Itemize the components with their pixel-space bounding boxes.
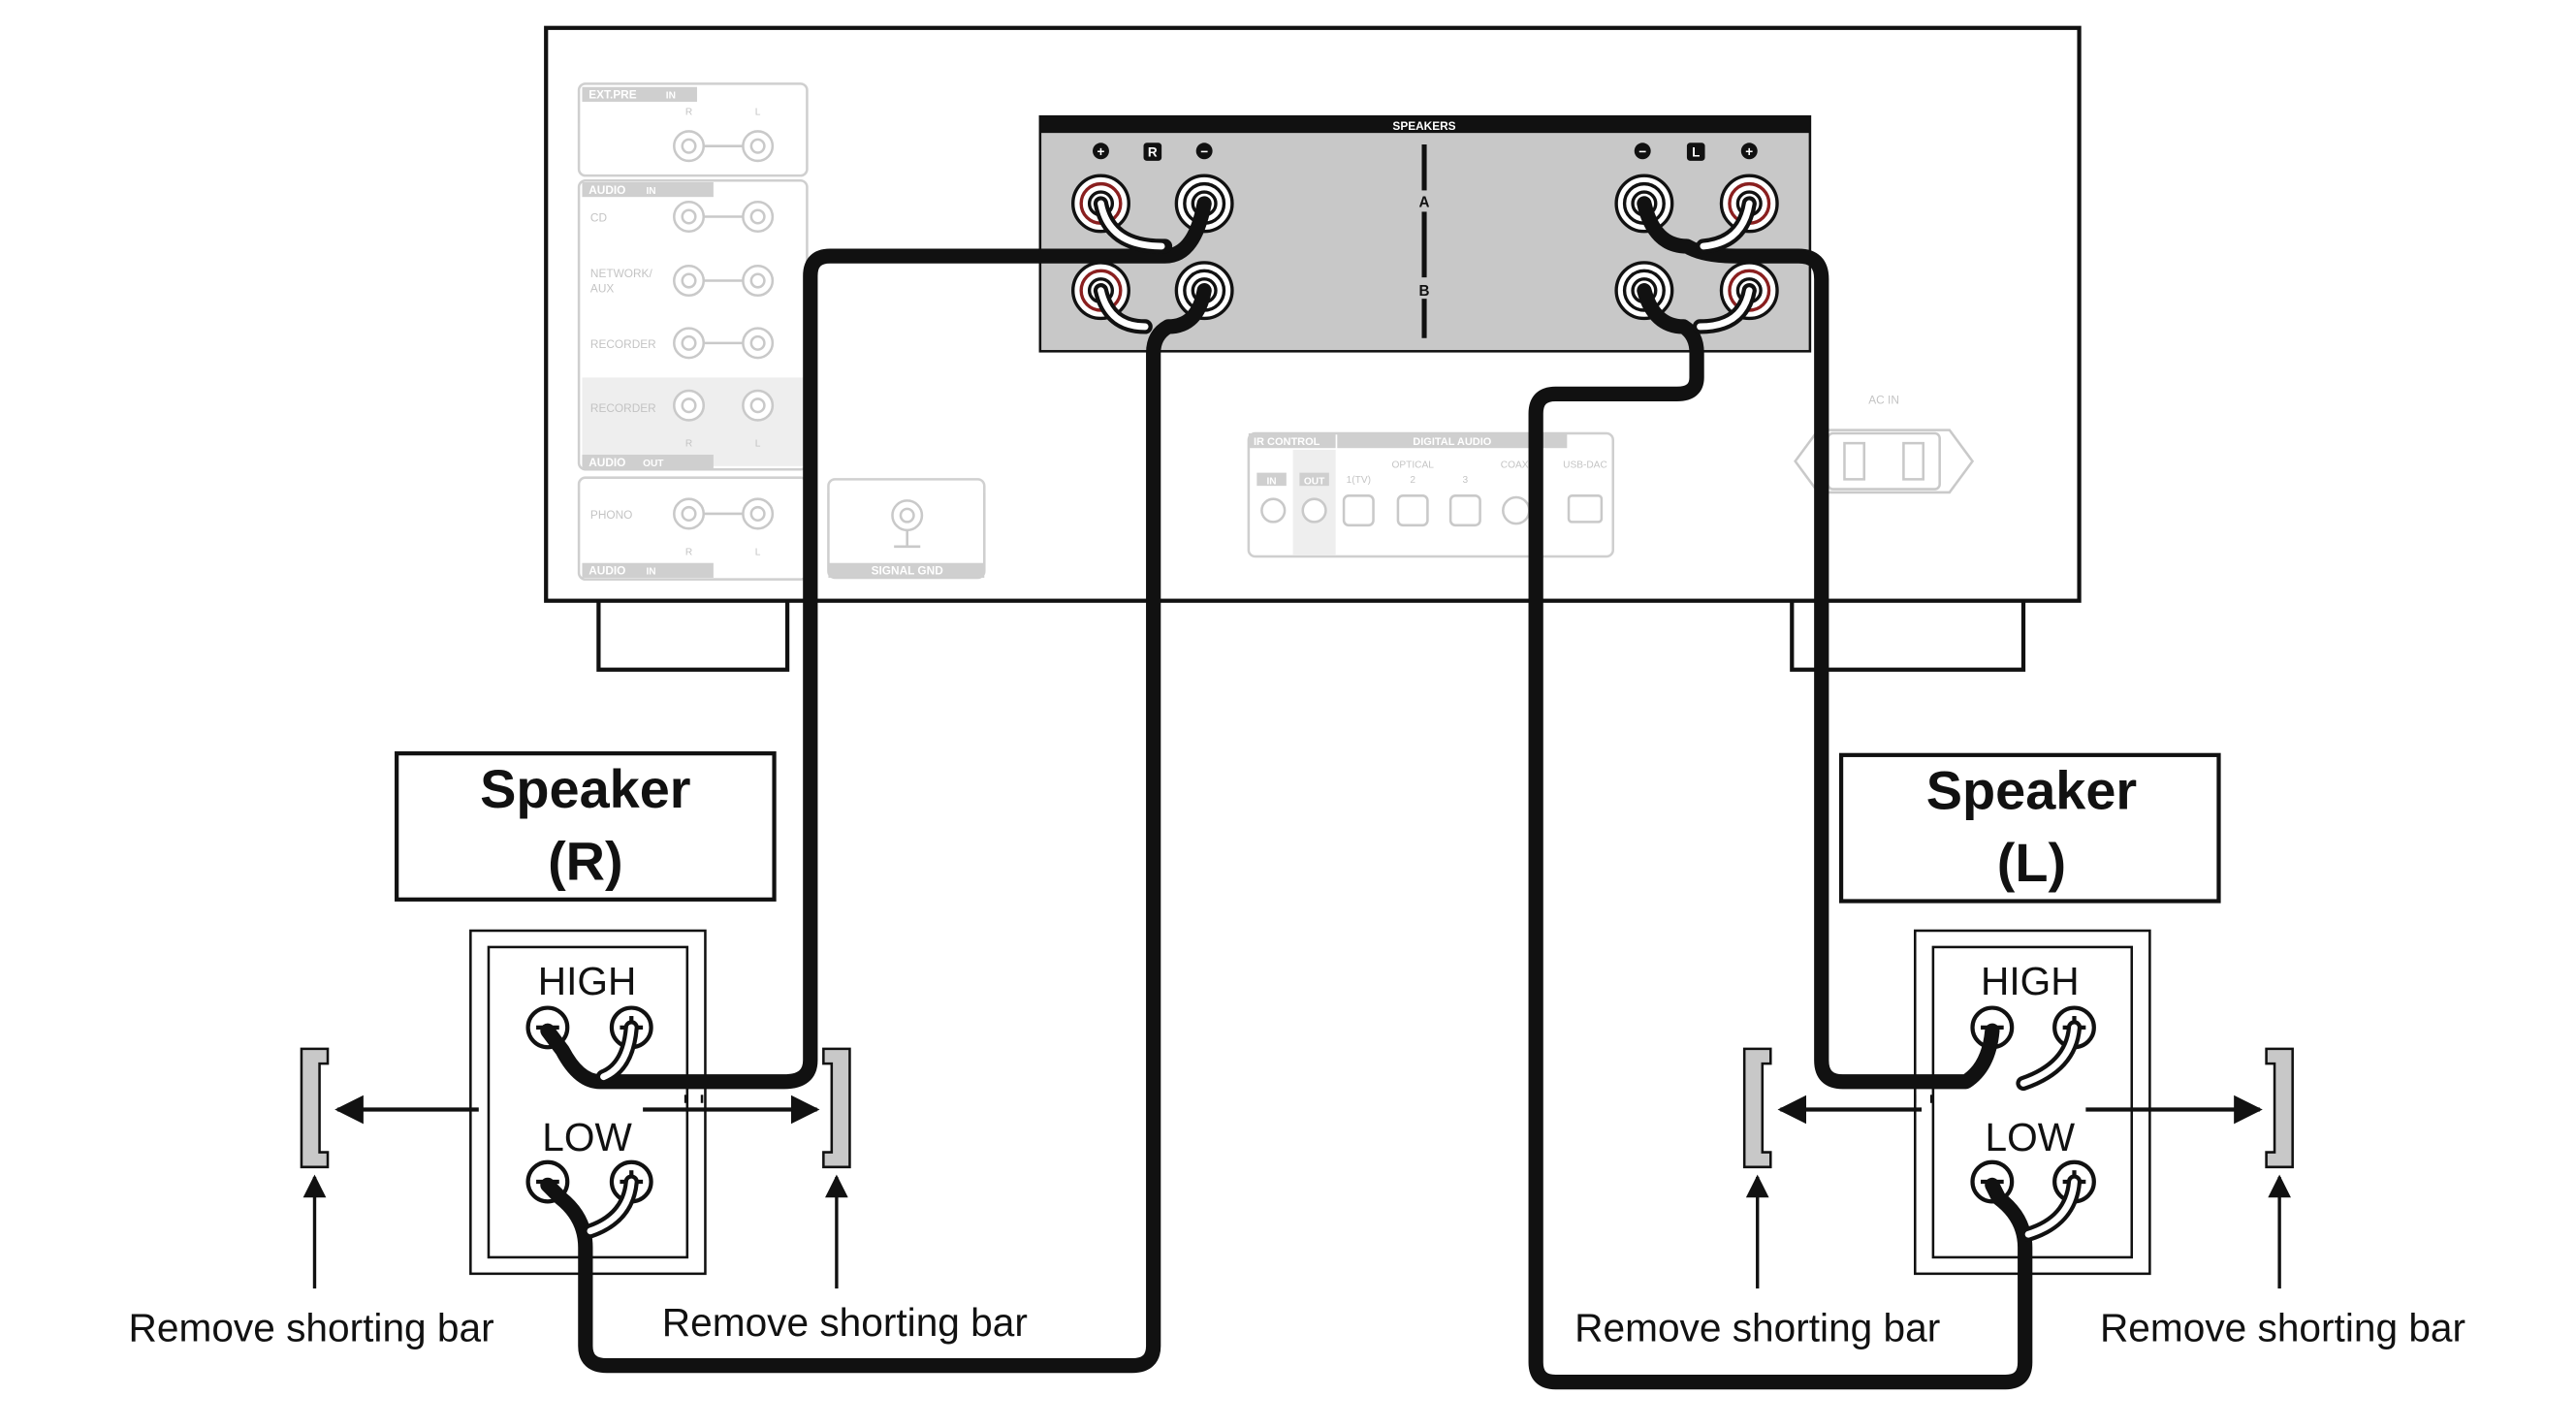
recorder-out-label: RECORDER [590,401,656,415]
optical-3-label: 3 [1463,475,1469,486]
ext-pre-in-badge: IN [666,91,676,102]
audio-in-badge: IN [646,186,655,197]
digital-io-panel: IR CONTROL IN OUT DIGITAL AUDIO OPTICAL … [1247,431,1615,558]
speaker-cables [540,196,2083,1390]
speaker-l-left-callout: Remove shorting bar [1574,1305,1940,1349]
network-label: NETWORK/ [590,267,653,280]
ext-pre-block: EXT.PRE IN R L [577,82,809,177]
audio-out-label: AUDIO [588,456,625,469]
speaker-r-channel: (R) [548,831,623,892]
coax-label: COAX [1501,460,1529,471]
amp-r-plus-symbol: + [1097,144,1105,159]
digital-audio-label: DIGITAL AUDIO [1413,436,1492,448]
phono-l-label: L [755,547,761,557]
recorder-out-l-label: L [755,439,761,450]
speakers-label: SPEAKERS [1392,119,1455,133]
audio-in-label: AUDIO [588,183,625,197]
speaker-l-high-label: HIGH [1981,959,2080,1003]
speaker-r-left-shorting-bar [300,1047,330,1169]
optical-1-tv-label: 1(TV) [1347,475,1371,486]
audio-in-block: AUDIO IN CD NETWORK/ AUX RECORDER RECORD… [577,178,809,471]
ext-pre-r-label: R [685,108,692,118]
speaker-r-title: Speaker [480,758,690,819]
speaker-l-channel: (L) [1997,832,2066,893]
recorder-out-jacks [673,389,775,422]
cd-jacks [673,200,775,233]
network-aux-jacks [673,265,775,298]
amp-l-minus-symbol: − [1638,144,1646,159]
ir-control-label: IR CONTROL [1254,436,1320,448]
ext-pre-l-label: L [755,108,761,118]
amp-r-minus-symbol: − [1200,144,1208,159]
amp-r-channel-label: R [1148,145,1158,160]
speaker-l-right-callout: Remove shorting bar [2100,1305,2465,1349]
usb-dac-label: USB-DAC [1563,460,1607,471]
speaker-r-right-callout: Remove shorting bar [662,1300,1028,1345]
aux-label: AUX [590,281,614,295]
speaker-r-right-shorting-bar [822,1047,851,1169]
speaker-l-left-shorting-bar [1742,1047,1772,1169]
amp-l-channel-label: L [1692,145,1700,160]
ext-pre-l-jack [742,130,775,163]
speaker-b-label: B [1419,283,1430,300]
recorder-out-r-label: R [685,439,692,450]
optical-2-label: 2 [1410,475,1415,486]
speaker-r-low-label: LOW [542,1115,632,1159]
speaker-l: Speaker (L) HIGH LOW Remove shorting bar… [1574,752,2465,1349]
optical-label: OPTICAL [1391,460,1434,471]
speaker-l-label-box [1838,752,2221,904]
signal-gnd-terminal: SIGNAL GND [827,478,986,580]
ext-pre-r-jack [673,130,706,163]
speaker-l-low-label: LOW [1986,1115,2076,1159]
phono-r-label: R [685,547,692,557]
cable-r-a-to-high [540,196,1212,1090]
cd-label: CD [590,211,607,225]
audio-out-badge: OUT [643,459,664,469]
speaker-r-left-callout: Remove shorting bar [129,1305,494,1349]
ext-pre-label: EXT.PRE [588,88,636,102]
recorder-in-label: RECORDER [590,337,656,351]
phono-label: PHONO [590,508,632,522]
ir-in-label: IN [1266,476,1276,487]
speaker-l-title: Speaker [1926,760,2137,821]
ac-in-label: AC IN [1868,394,1899,407]
speaker-l-right-shorting-bar [2265,1047,2294,1169]
speaker-r-label-box [395,751,777,902]
amp-l-plus-symbol: + [1745,144,1753,159]
phono-block: PHONO R L AUDIO IN [577,476,809,581]
phono-in-badge: IN [646,567,655,578]
speakers-terminal-panel: SPEAKERS A B + R − − L + [1038,114,1812,353]
cable-l-b-to-low [1528,283,2033,1390]
signal-gnd-label: SIGNAL GND [872,564,944,578]
speaker-a-label: A [1419,194,1430,210]
ir-out-label: OUT [1304,476,1325,487]
cable-l-a-to-high [1637,196,2000,1090]
recorder-in-jacks [673,327,775,360]
cable-r-b-to-low [540,283,1212,1374]
phono-audio-label: AUDIO [588,564,625,578]
speaker-r-high-label: HIGH [538,959,637,1003]
